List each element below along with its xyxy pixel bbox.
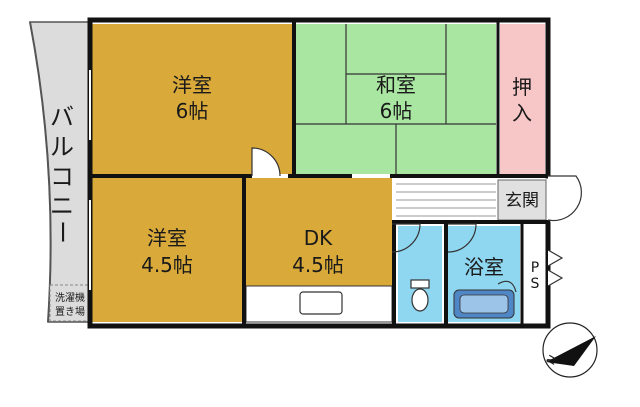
closet-label-top: 押 <box>512 75 532 99</box>
western-room-4-5-size: 4.5帖 <box>141 253 193 277</box>
svg-text:コ: コ <box>50 163 74 191</box>
western-room-6-size: 6帖 <box>176 99 209 123</box>
sink <box>299 291 343 315</box>
closet <box>500 24 545 174</box>
doors <box>251 147 582 287</box>
bathroom-label: 浴室 <box>464 255 504 279</box>
dk-name: DK <box>304 226 333 250</box>
toilet-icon <box>411 288 429 312</box>
toilet-tank-icon <box>410 279 430 289</box>
shower-icon <box>497 280 517 293</box>
bathtub-inner-icon <box>459 294 509 314</box>
tatami-lines <box>296 24 496 174</box>
closet-label-bottom: 入 <box>512 101 532 125</box>
laundry-area <box>49 284 91 322</box>
pipe-space <box>524 226 546 322</box>
laundry-label-2: 置き場 <box>55 305 85 318</box>
svg-text:バ: バ <box>50 103 74 131</box>
entrance-door-swing <box>547 175 582 222</box>
japanese-room-name: 和室 <box>376 73 416 97</box>
hallway-floor-lines <box>396 183 496 217</box>
hallway <box>392 178 496 220</box>
balcony-rail <box>29 21 52 323</box>
dining-kitchen <box>246 178 392 286</box>
ps-label-bottom: S <box>531 276 540 292</box>
laundry-label-1: 洗濯機 <box>55 291 85 304</box>
entrance <box>497 179 547 221</box>
svg-text:ニ: ニ <box>50 192 74 220</box>
compass-arrow-icon <box>546 336 596 366</box>
western-room-4-5-jo <box>92 178 242 322</box>
balcony-label: バ ル コ ニ ー <box>48 103 76 244</box>
western-room-6-name: 洋室 <box>172 73 212 97</box>
entrance-label: 玄関 <box>505 191 539 211</box>
dk-size: 4.5帖 <box>292 253 344 277</box>
ps-label-top: P <box>531 260 539 276</box>
svg-text:ー: ー <box>48 220 76 244</box>
compass: N <box>542 322 598 378</box>
western-room-4-5-name: 洋室 <box>147 226 187 250</box>
svg-text:ル: ル <box>50 133 74 161</box>
japanese-room-size: 6帖 <box>380 99 413 123</box>
